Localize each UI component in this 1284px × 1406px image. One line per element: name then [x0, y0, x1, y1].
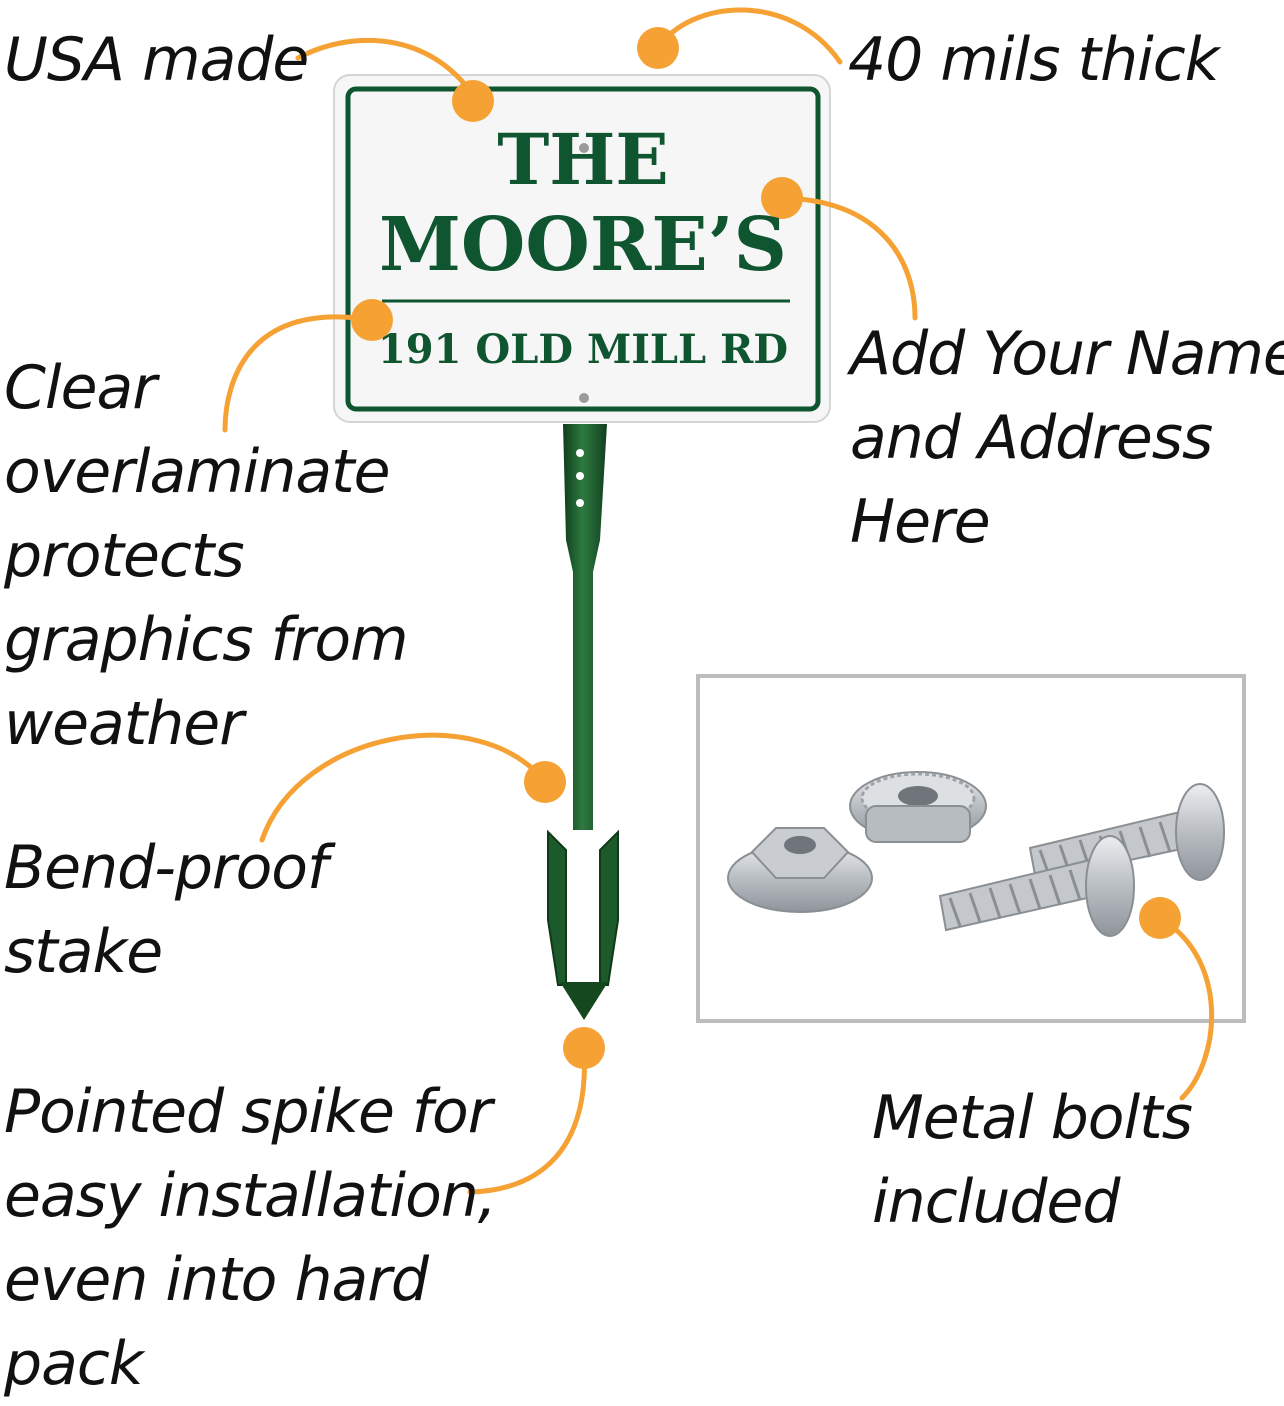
- callout-usa-made: USA made: [4, 25, 309, 95]
- yard-sign: [333, 74, 831, 423]
- sign-line-the: THE: [497, 118, 669, 201]
- callout-spike: Pointed spike for easy installation, eve…: [4, 1077, 497, 1399]
- callout-add-name: Add Your Name and Address Here: [850, 319, 1284, 557]
- leader-lines: [222, 7, 1214, 1195]
- hex-nut-icon: [727, 827, 873, 913]
- flange-nut-icon: [849, 771, 987, 843]
- callout-overlaminate: Clear overlaminate protects graphics fro…: [4, 353, 409, 759]
- sign-screw: [579, 393, 589, 403]
- callout-bolts: Metal bolts included: [872, 1083, 1193, 1237]
- stake-fins: [547, 829, 619, 986]
- sign-line-name: MOORE’S: [379, 202, 787, 288]
- callout-dots: [351, 27, 1181, 1069]
- sign-screw: [579, 143, 589, 153]
- bolt-icon: [938, 835, 1135, 937]
- hardware-box: [696, 674, 1246, 1023]
- callout-bend-proof: Bend-proof stake: [4, 833, 328, 987]
- spike-tip: [560, 982, 608, 1020]
- sign-address: 191 OLD MILL RD: [377, 326, 789, 373]
- bend-proof-stake: [547, 424, 619, 1020]
- callout-thickness: 40 mils thick: [848, 25, 1219, 95]
